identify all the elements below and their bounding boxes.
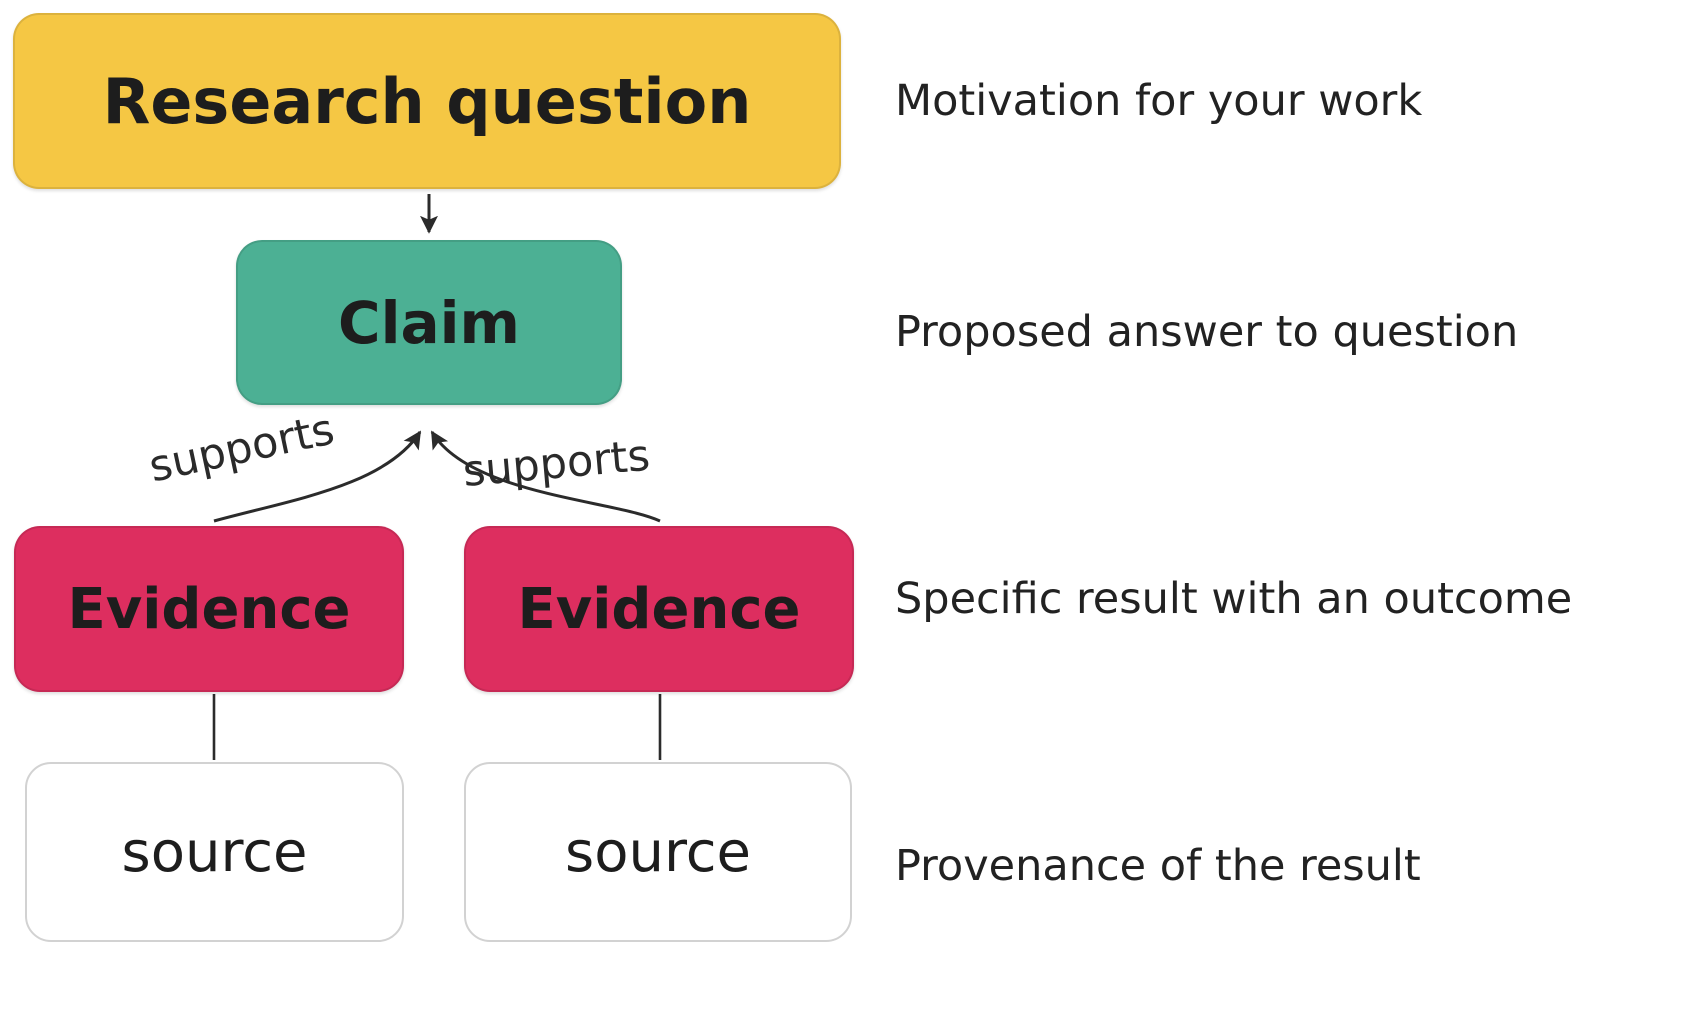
node-source-right[interactable]: source	[464, 762, 852, 942]
node-evidence-right-label: Evidence	[517, 576, 801, 642]
node-source-left-label: source	[121, 819, 308, 885]
annotation-evidence: Specific result with an outcome	[895, 574, 1573, 624]
node-claim-label: Claim	[338, 288, 520, 357]
annotation-research-question: Motivation for your work	[895, 76, 1423, 126]
node-evidence-right[interactable]: Evidence	[464, 526, 854, 692]
node-claim[interactable]: Claim	[236, 240, 622, 405]
node-research-question[interactable]: Research question	[13, 13, 841, 189]
node-evidence-left-label: Evidence	[67, 576, 351, 642]
annotation-claim: Proposed answer to question	[895, 307, 1519, 357]
edge-label-supports-right: supports	[460, 430, 652, 497]
node-evidence-left[interactable]: Evidence	[14, 526, 404, 692]
annotation-source: Provenance of the result	[895, 841, 1421, 891]
node-research-question-label: Research question	[102, 64, 752, 138]
node-source-left[interactable]: source	[25, 762, 404, 942]
edge-label-supports-left: supports	[144, 404, 339, 493]
node-source-right-label: source	[565, 819, 751, 885]
